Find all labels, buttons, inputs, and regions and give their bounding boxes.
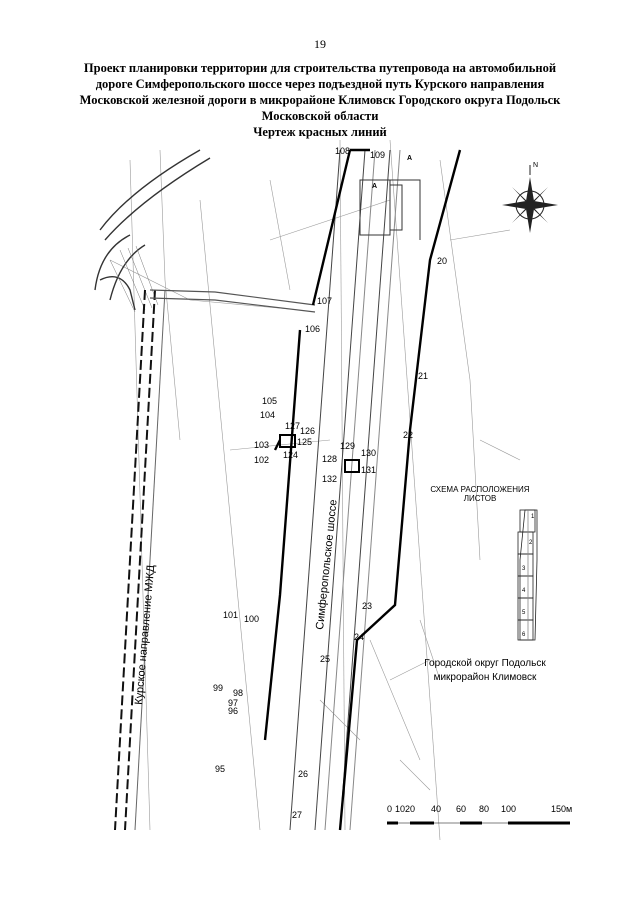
point-99: 99 — [213, 683, 223, 693]
inset-sheet-1: 1 — [531, 514, 535, 520]
point-106: 106 — [305, 324, 320, 334]
scale-40: 40 — [431, 804, 441, 814]
title-line: Проект планировки территории для строите… — [83, 61, 557, 75]
district-label-1: Городской округ Подольск — [424, 658, 546, 669]
point-107: 107 — [317, 296, 332, 306]
point-132: 132 — [322, 474, 337, 484]
point-125: 125 — [297, 437, 312, 447]
scale-20: 20 — [405, 804, 415, 814]
scale-150: 150м — [551, 804, 572, 814]
compass-rose-icon: N — [502, 162, 558, 233]
point-126: 126 — [300, 426, 315, 436]
point-103: 103 — [254, 440, 269, 450]
point-129: 129 — [340, 441, 355, 451]
point-101: 101 — [223, 610, 238, 620]
point-22: 22 — [403, 430, 413, 440]
point-labels: 20 21 22 23 24 25 26 27 95 96 97 98 99 1… — [213, 146, 447, 820]
point-25: 25 — [320, 654, 330, 664]
scale-bar: 0 10 20 40 60 80 100 150м — [387, 804, 572, 825]
point-98: 98 — [233, 688, 243, 698]
scale-100: 100 — [501, 804, 516, 814]
inset-sheet-3: 3 — [522, 566, 526, 572]
title-line: Московской железной дороги в микрорайоне… — [79, 93, 561, 107]
point-100: 100 — [244, 614, 259, 624]
point-109: 109 — [370, 150, 385, 160]
point-108: 108 — [335, 146, 350, 156]
point-128: 128 — [322, 454, 337, 464]
north-label: N — [533, 162, 538, 169]
red-lines — [263, 148, 462, 831]
section-marker-a: A — [407, 155, 412, 162]
scale-80: 80 — [479, 804, 489, 814]
access-road — [149, 289, 316, 313]
small-parcels — [279, 434, 360, 473]
kursk-railway — [114, 289, 166, 831]
point-24: 24 — [354, 632, 364, 642]
inset-sheet-4: 4 — [522, 588, 526, 594]
highway-band — [289, 149, 401, 831]
scale-10: 10 — [395, 804, 405, 814]
point-102: 102 — [254, 455, 269, 465]
title-line: Московской области — [261, 109, 379, 123]
title-line: дороге Симферопольского шоссе через подъ… — [95, 77, 545, 91]
point-26: 26 — [298, 769, 308, 779]
document-title: Проект планировки территории для строите… — [70, 60, 570, 140]
scale-0: 0 — [387, 804, 392, 814]
point-130: 130 — [361, 448, 376, 458]
page-number: 19 — [314, 37, 326, 51]
highway-label: Симферопольское шоссе — [314, 499, 340, 630]
point-23: 23 — [362, 601, 372, 611]
inset-sheet-6: 6 — [522, 632, 526, 638]
point-127: 127 — [285, 421, 300, 431]
inset-subtitle: ЛИСТОВ — [464, 494, 497, 503]
red-lines-map: Курское направление МЖД Симферопольское … — [90, 139, 590, 841]
inset-sheet-5: 5 — [522, 610, 526, 616]
map-drawing: Курское направление МЖД Симферопольское … — [94, 139, 572, 841]
inset-sheet-2: 2 — [529, 540, 533, 546]
overpass-structure — [359, 179, 421, 240]
point-104: 104 — [260, 410, 275, 420]
point-131: 131 — [361, 465, 376, 475]
inset-title: СХЕМА РАСПОЛОЖЕНИЯ — [430, 485, 529, 494]
railway-spur — [94, 149, 211, 311]
point-95: 95 — [215, 764, 225, 774]
scale-60: 60 — [456, 804, 466, 814]
point-124: 124 — [283, 450, 298, 460]
section-marker-a: A — [372, 183, 377, 190]
point-97: 97 — [228, 698, 238, 708]
title-line: Чертеж красных линий — [253, 125, 387, 139]
point-96: 96 — [228, 706, 238, 716]
sheet-layout-inset: СХЕМА РАСПОЛОЖЕНИЯ ЛИСТОВ 1 2 3 4 5 6 — [430, 485, 538, 641]
point-20: 20 — [437, 256, 447, 266]
point-21: 21 — [418, 371, 428, 381]
hatched-area — [109, 245, 159, 313]
point-27: 27 — [292, 810, 302, 820]
terrain — [109, 139, 521, 841]
point-105: 105 — [262, 396, 277, 406]
district-label-2: микрорайон Климовск — [434, 672, 537, 683]
